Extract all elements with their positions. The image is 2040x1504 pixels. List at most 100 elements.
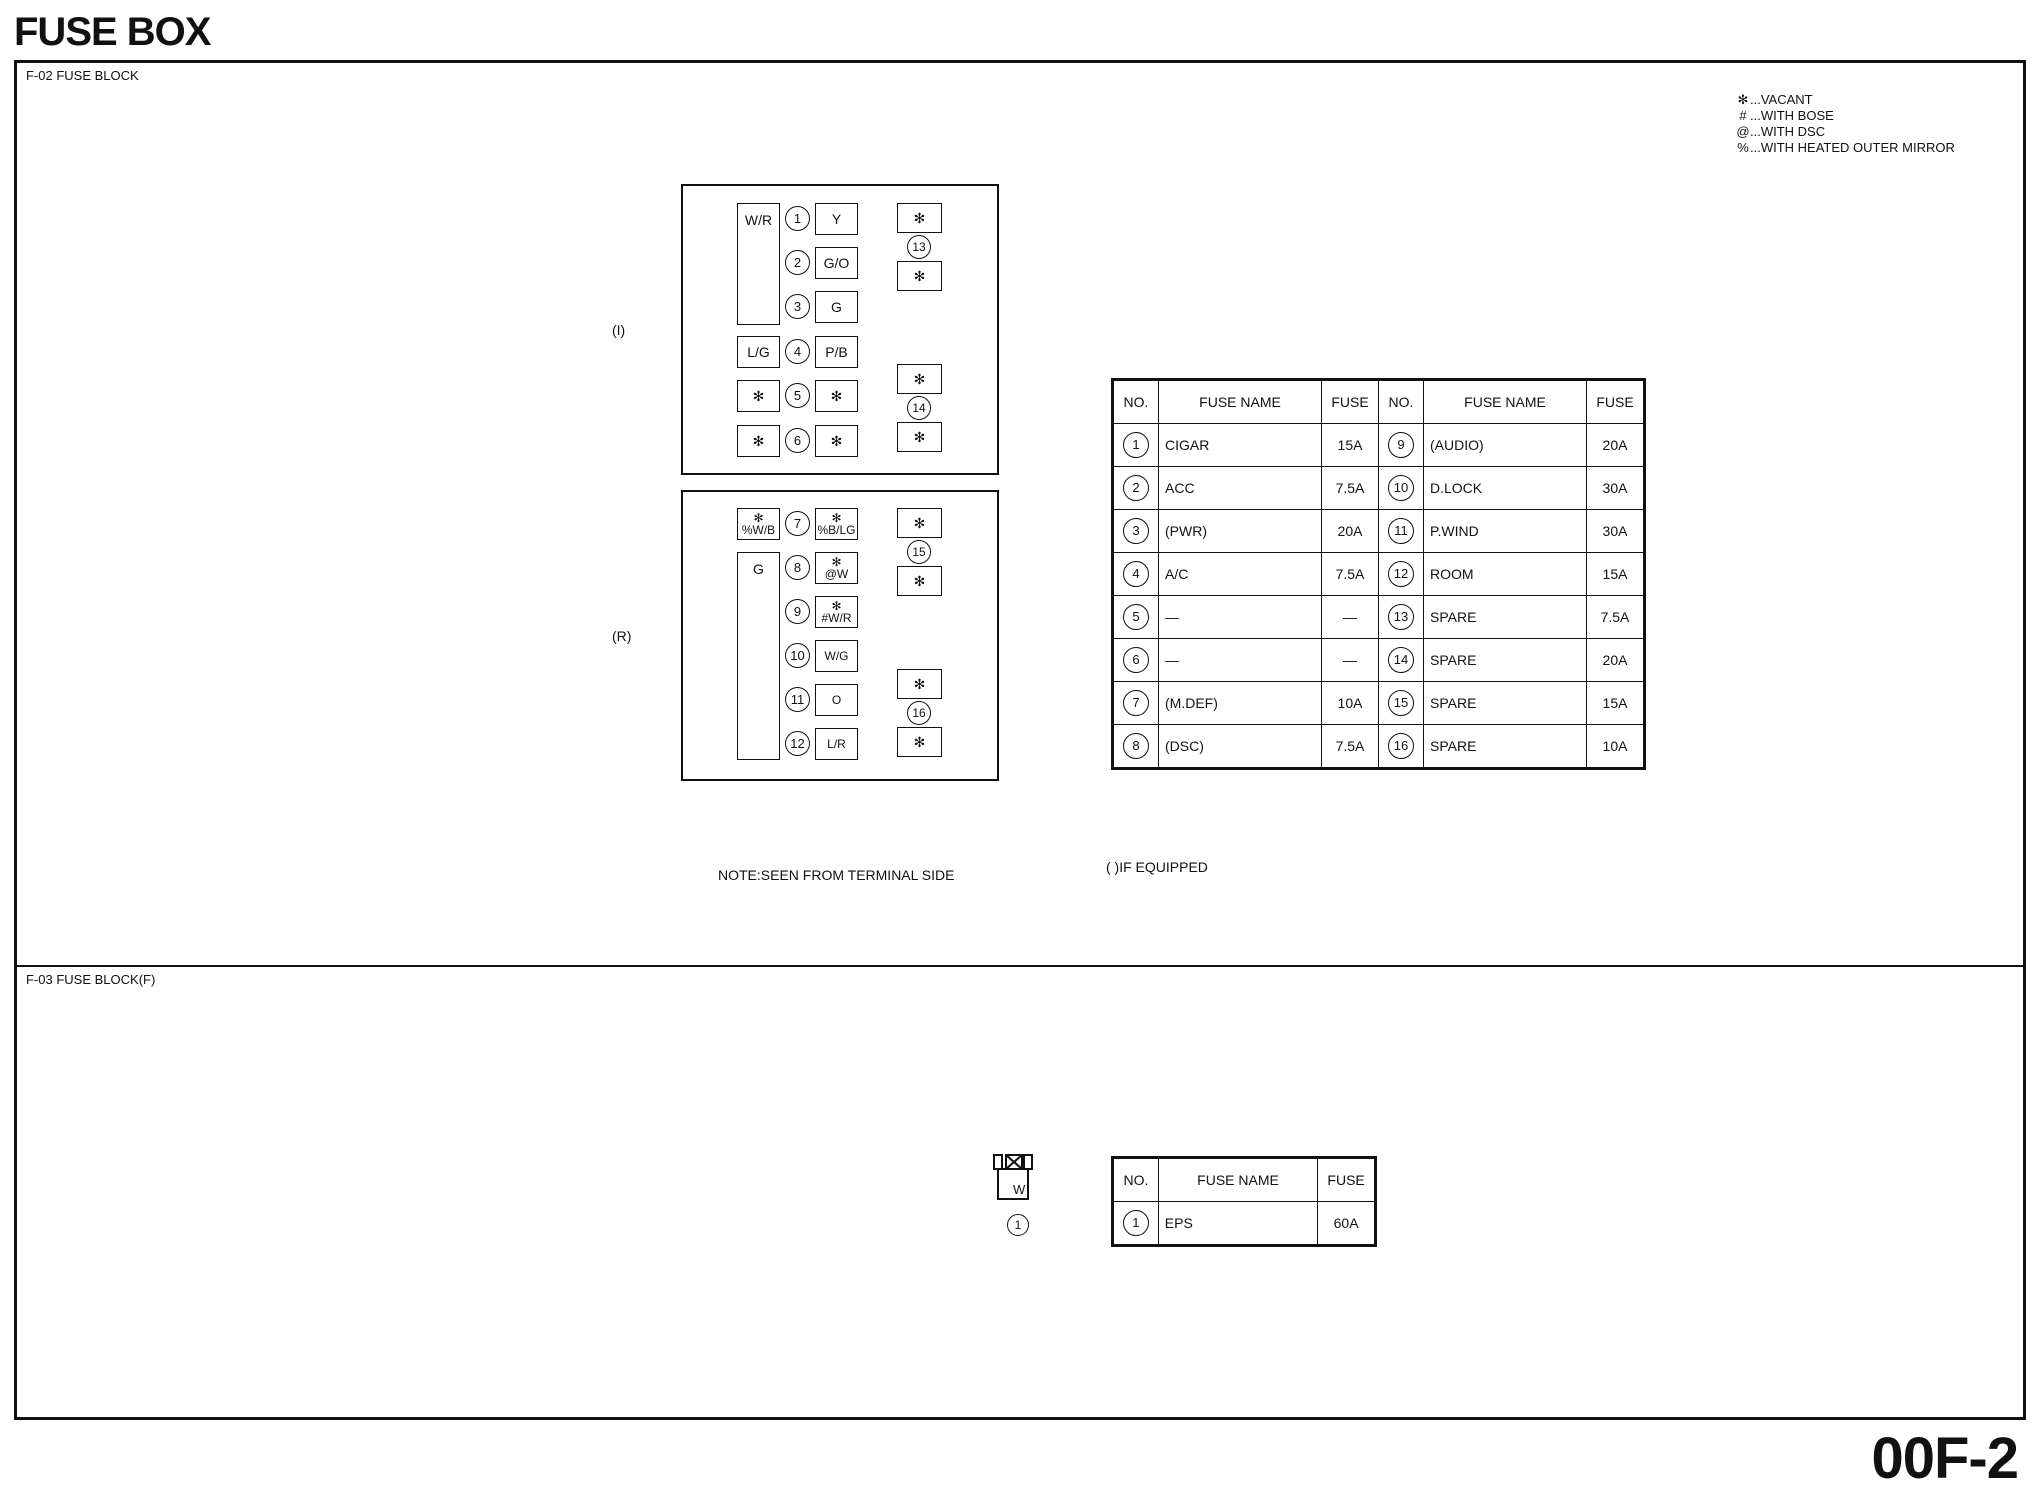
spare-fuse-num: 13 [907, 235, 931, 259]
fuse-position-num: 11 [785, 687, 810, 712]
col-header-fuse-name: FUSE NAME [1157, 1157, 1319, 1202]
fuse-position-num: 6 [785, 428, 810, 453]
connector-terminal-num: 1 [1007, 1214, 1029, 1236]
cell-fuse-rating: 7.5A [1321, 724, 1379, 769]
block-i-wire-wr: W/R [737, 203, 780, 325]
cell-fuse-rating: 15A [1321, 423, 1379, 467]
table-header-row: NO. FUSE NAME FUSE NO. FUSE NAME FUSE [1112, 379, 1645, 424]
spare-slot: ✻ [897, 203, 942, 233]
fuse-position-num: 10 [785, 643, 810, 668]
cell-fuse-rating: 20A [1321, 509, 1379, 553]
cell-fuse-name: ACC [1158, 466, 1322, 510]
cell-fuse-rating: 7.5A [1321, 466, 1379, 510]
side-label-i: (I) [612, 322, 626, 338]
cell-fuse-name: — [1158, 595, 1322, 639]
block-i-left-cell: L/G [737, 336, 780, 368]
cell-no: 14 [1378, 638, 1424, 682]
fuse-position-num: 7 [785, 511, 810, 536]
block-i-right-cell: P/B [815, 336, 858, 368]
cell-no: 13 [1378, 595, 1424, 639]
block-i-right-cell: G/O [815, 247, 858, 279]
spare-slot: ✻ [897, 566, 942, 596]
col-header-fuse: FUSE [1321, 379, 1379, 424]
cell-no: 6 [1112, 638, 1159, 682]
legend: ✻...VACANT #...WITH BOSE @...WITH DSC %.… [1736, 92, 1955, 156]
cell-no: 7 [1112, 681, 1159, 725]
block-i-right-cell: ✻ [815, 380, 858, 412]
cell-fuse-rating: — [1321, 638, 1379, 682]
block-i-left-cell: ✻ [737, 380, 780, 412]
page-code: 00F-2 [1871, 1426, 2019, 1491]
cell-no: 10 [1378, 466, 1424, 510]
col-header-no: NO. [1112, 379, 1159, 424]
connector-wire-label: W [1013, 1182, 1026, 1197]
spare-fuse-num: 15 [907, 540, 931, 564]
cell-no: 15 [1378, 681, 1424, 725]
cell-fuse-name: (PWR) [1158, 509, 1322, 553]
spare-fuse-num: 14 [907, 396, 931, 420]
col-header-no: NO. [1112, 1157, 1159, 1202]
cell-no: 4 [1112, 552, 1159, 596]
cell-fuse-name: (DSC) [1158, 724, 1322, 769]
cell-fuse-name: (M.DEF) [1158, 681, 1322, 725]
legend-item-heated-mirror: %...WITH HEATED OUTER MIRROR [1737, 140, 1955, 155]
fuse-block-i [681, 184, 999, 475]
side-label-r: (R) [612, 628, 632, 644]
cell-no: 12 [1378, 552, 1424, 596]
block-r-right-cell: W/G [815, 640, 858, 672]
section-divider [14, 965, 2026, 967]
cell-fuse-name: SPARE [1423, 638, 1587, 682]
cell-fuse-rating: 15A [1586, 681, 1645, 725]
cell-no: 2 [1112, 466, 1159, 510]
block-r-wire-g: G [737, 552, 780, 760]
block-i-right-cell: Y [815, 203, 858, 235]
fuse-position-num: 2 [785, 250, 810, 275]
table-header-row: NO. FUSE NAME FUSE [1112, 1157, 1376, 1202]
cell-fuse-name: SPARE [1423, 595, 1587, 639]
f03-fuse-table: NO. FUSE NAME FUSE 1 EPS 60A [1111, 1156, 1377, 1247]
cell-no: 3 [1112, 509, 1159, 553]
cell-fuse-name: — [1158, 638, 1322, 682]
spare-fuse-num: 16 [907, 701, 931, 725]
col-header-fuse-name: FUSE NAME [1423, 379, 1587, 424]
cell-fuse-rating: — [1321, 595, 1379, 639]
block-r-right-cell: ✻#W/R [815, 596, 858, 628]
cell-fuse-name: (AUDIO) [1423, 423, 1587, 467]
legend-item-vacant: ✻...VACANT [1737, 92, 1813, 107]
block-r-wire-wb: ✻%W/B [737, 508, 780, 540]
spare-slot: ✻ [897, 508, 942, 538]
col-header-fuse: FUSE [1317, 1157, 1376, 1202]
cell-fuse-name: CIGAR [1158, 423, 1322, 467]
cell-fuse-name: EPS [1157, 1201, 1319, 1246]
block-i-right-cell: G [815, 291, 858, 323]
fuse-position-num: 5 [785, 383, 810, 408]
spare-slot: ✻ [897, 261, 942, 291]
fuse-block-r [681, 490, 999, 781]
spare-slot: ✻ [897, 364, 942, 394]
cell-fuse-rating: 60A [1317, 1201, 1376, 1246]
spare-slot: ✻ [897, 669, 942, 699]
legend-item-bose: #...WITH BOSE [1739, 108, 1834, 123]
cell-fuse-name: A/C [1158, 552, 1322, 596]
fuse-position-num: 3 [785, 294, 810, 319]
fuse-position-num: 4 [785, 339, 810, 364]
section-f03-label: F-03 FUSE BLOCK(F) [26, 972, 156, 987]
legend-item-dsc: @...WITH DSC [1736, 124, 1826, 139]
cell-no: 8 [1112, 724, 1159, 769]
cell-no: 1 [1112, 423, 1159, 467]
cell-no: 16 [1378, 724, 1424, 769]
cell-fuse-rating: 7.5A [1586, 595, 1645, 639]
block-i-right-cell: ✻ [815, 425, 858, 457]
spare-slot: ✻ [897, 422, 942, 452]
cell-no: 9 [1378, 423, 1424, 467]
block-i-left-cell: ✻ [737, 425, 780, 457]
fuse-position-num: 8 [785, 555, 810, 580]
cell-no: 5 [1112, 595, 1159, 639]
